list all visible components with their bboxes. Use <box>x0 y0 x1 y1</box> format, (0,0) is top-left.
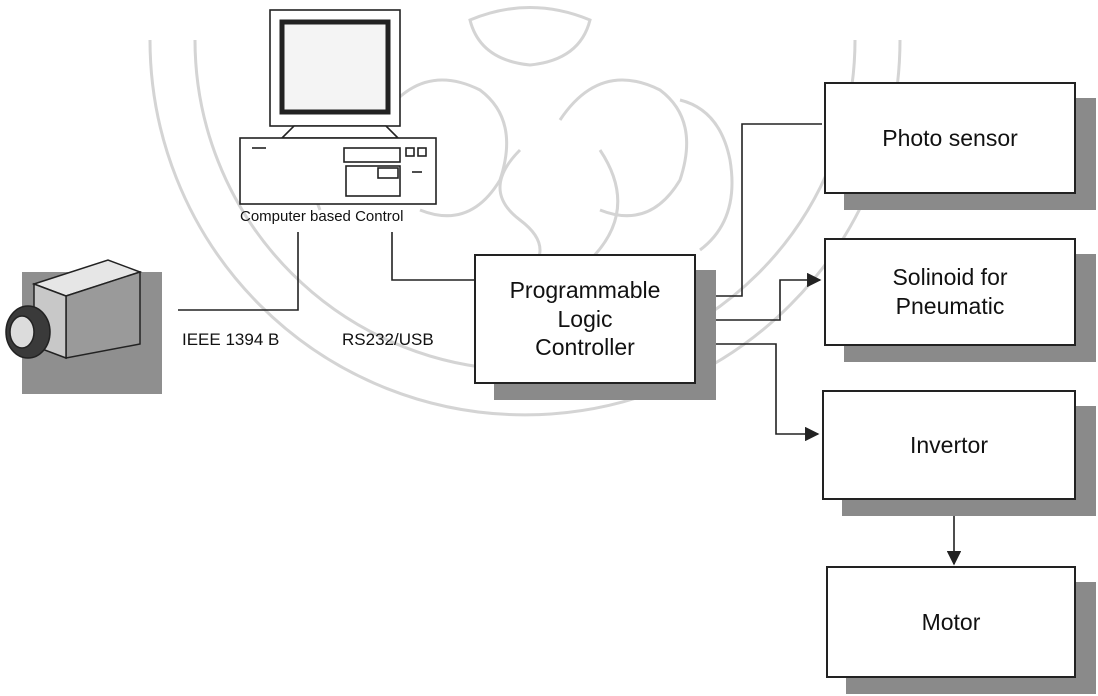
plc-box: Programmable Logic Controller <box>474 254 696 384</box>
plc-label-line1: Programmable <box>510 276 661 305</box>
solenoid-label-line1: Solinoid for <box>892 263 1007 292</box>
ieee1394-label: IEEE 1394 B <box>182 330 279 350</box>
invertor-box: Invertor <box>822 390 1076 500</box>
rs232-usb-label: RS232/USB <box>342 330 434 350</box>
camera-icon <box>0 254 150 366</box>
ieee1394-line <box>178 232 298 310</box>
invertor-line <box>698 344 818 434</box>
rs232-line <box>392 232 474 280</box>
plc-label-line3: Controller <box>510 333 661 362</box>
solenoid-line <box>698 280 820 320</box>
solenoid-box: Solinoid for Pneumatic <box>824 238 1076 346</box>
computer-label: Computer based Control <box>240 208 403 225</box>
motor-box: Motor <box>826 566 1076 678</box>
motor-label: Motor <box>922 608 981 637</box>
photo-sensor-label: Photo sensor <box>882 124 1018 153</box>
photo-sensor-box: Photo sensor <box>824 82 1076 194</box>
photo-sensor-line <box>698 124 822 296</box>
computer-icon <box>226 8 446 206</box>
solenoid-label-line2: Pneumatic <box>892 292 1007 321</box>
plc-label-line2: Logic <box>510 305 661 334</box>
invertor-label: Invertor <box>910 431 988 460</box>
